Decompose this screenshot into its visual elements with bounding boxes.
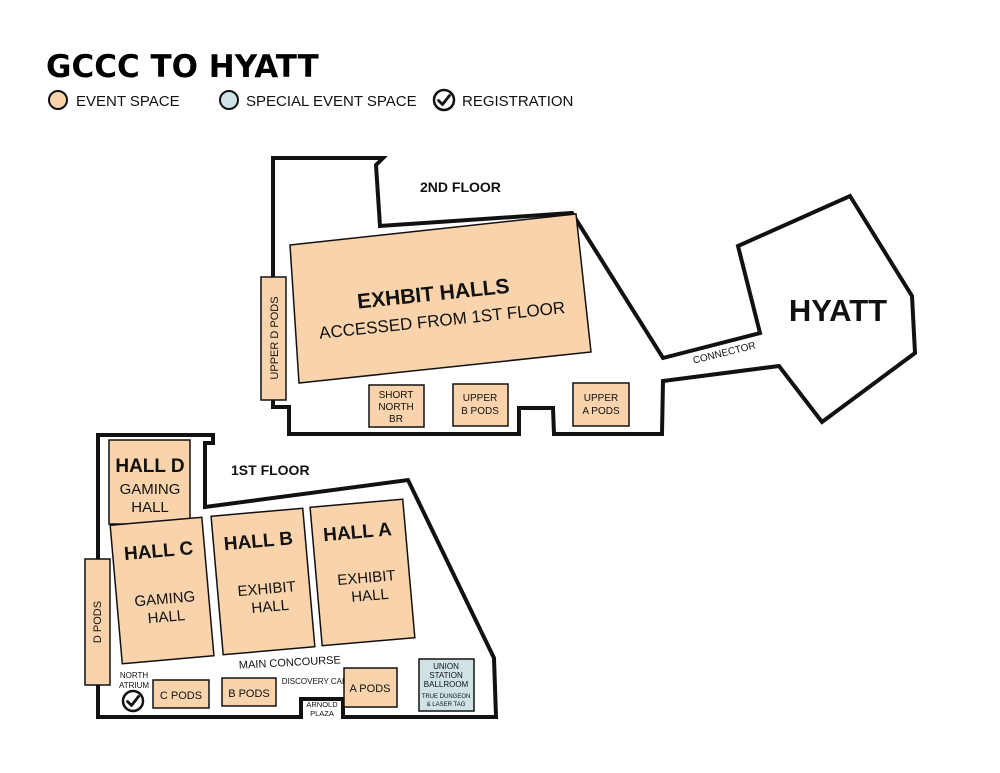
legend-special-event-space-label: SPECIAL EVENT SPACE bbox=[246, 93, 417, 110]
upper-b-pods[interactable]: UPPER B PODS bbox=[452, 383, 509, 427]
exhibit-halls-2nd[interactable]: EXHBIT HALLS ACCESSED FROM 1ST FLOOR bbox=[289, 213, 592, 384]
arnold-plaza[interactable]: ARNOLD PLAZA bbox=[306, 700, 338, 718]
hall-c[interactable]: HALL C GAMING HALL bbox=[109, 516, 215, 665]
short-north-br-line2: NORTH bbox=[378, 402, 413, 413]
short-north-br-line1: SHORT bbox=[379, 390, 414, 401]
upper-b-pods-line2: B PODS bbox=[461, 406, 499, 417]
a-pods-label: A PODS bbox=[350, 683, 391, 695]
upper-a-pods[interactable]: UPPER A PODS bbox=[572, 382, 630, 427]
hall-b[interactable]: HALL B EXHIBIT HALL bbox=[210, 507, 316, 656]
d-pods-label: D PODS bbox=[92, 601, 104, 643]
legend: EVENT SPACE SPECIAL EVENT SPACE REGISTRA… bbox=[48, 88, 573, 112]
floor-2: 2ND FLOOR EXHBIT HALLS ACCESSED FROM 1ST… bbox=[260, 156, 918, 436]
discovery-cafe-label: DISCOVERY CAFÉ bbox=[282, 677, 352, 686]
b-pods[interactable]: B PODS bbox=[221, 677, 277, 707]
north-atrium[interactable]: NORTH ATRIUM bbox=[119, 671, 149, 713]
arnold-plaza-line1: ARNOLD bbox=[306, 700, 338, 709]
upper-a-pods-line1: UPPER bbox=[584, 393, 618, 404]
d-pods[interactable]: D PODS bbox=[84, 558, 111, 686]
arnold-plaza-line2: PLAZA bbox=[310, 709, 334, 718]
north-atrium-line2: ATRIUM bbox=[119, 681, 149, 690]
upper-b-pods-line1: UPPER bbox=[463, 393, 497, 404]
floor-1-label: 1ST FLOOR bbox=[231, 462, 310, 478]
union-station-line2: STATION bbox=[429, 671, 463, 680]
upper-a-pods-line2: A PODS bbox=[582, 406, 620, 417]
floor-2-label: 2ND FLOOR bbox=[420, 179, 501, 195]
legend-registration-label: REGISTRATION bbox=[462, 93, 573, 110]
short-north-br[interactable]: SHORT NORTH BR bbox=[368, 384, 425, 428]
hall-a[interactable]: HALL A EXHIBIT HALL bbox=[309, 498, 416, 647]
hall-c-sub1: GAMING bbox=[134, 588, 196, 610]
hall-b-sub1: EXHIBIT bbox=[237, 578, 297, 600]
c-pods[interactable]: C PODS bbox=[152, 679, 210, 709]
a-pods[interactable]: A PODS bbox=[343, 667, 398, 708]
true-dungeon-line1: TRUE DUNGEON bbox=[422, 694, 471, 700]
c-pods-label: C PODS bbox=[160, 690, 202, 702]
hall-d[interactable]: HALL D GAMING HALL bbox=[108, 439, 191, 525]
union-station-line1: UNION bbox=[433, 662, 459, 671]
hall-d-sub2: HALL bbox=[131, 499, 169, 516]
upper-d-pods[interactable]: UPPER D PODS bbox=[260, 276, 287, 401]
hall-d-sub1: GAMING bbox=[120, 481, 181, 498]
hyatt-label: HYATT bbox=[789, 293, 887, 328]
true-dungeon-line2: & LASER TAG bbox=[427, 702, 466, 708]
legend-event-space-label: EVENT SPACE bbox=[76, 93, 180, 110]
b-pods-label: B PODS bbox=[228, 688, 270, 700]
check-circle-icon bbox=[432, 88, 456, 112]
hall-b-sub2: HALL bbox=[251, 597, 290, 617]
main-concourse-label: MAIN CONCOURSE bbox=[239, 654, 342, 671]
hall-a-sub1: EXHIBIT bbox=[337, 567, 397, 589]
registration-check-icon bbox=[121, 689, 145, 713]
north-atrium-line1: NORTH bbox=[120, 671, 149, 680]
union-station-ballroom[interactable]: UNION STATION BALLROOM TRUE DUNGEON & LA… bbox=[418, 658, 475, 712]
floor-1: 1ST FLOOR HALL D GAMING HALL HALL C GAMI… bbox=[84, 433, 499, 719]
map-title: GCCC TO HYATT bbox=[46, 49, 319, 85]
legend-special-event-space-swatch bbox=[219, 90, 239, 110]
legend-event-space-swatch bbox=[48, 90, 68, 110]
short-north-br-line3: BR bbox=[389, 414, 403, 425]
hall-c-sub2: HALL bbox=[147, 607, 186, 627]
hall-d-name: HALL D bbox=[115, 456, 184, 477]
hall-a-sub2: HALL bbox=[351, 586, 390, 606]
union-station-line3: BALLROOM bbox=[424, 680, 469, 689]
upper-d-pods-label: UPPER D PODS bbox=[269, 296, 281, 379]
